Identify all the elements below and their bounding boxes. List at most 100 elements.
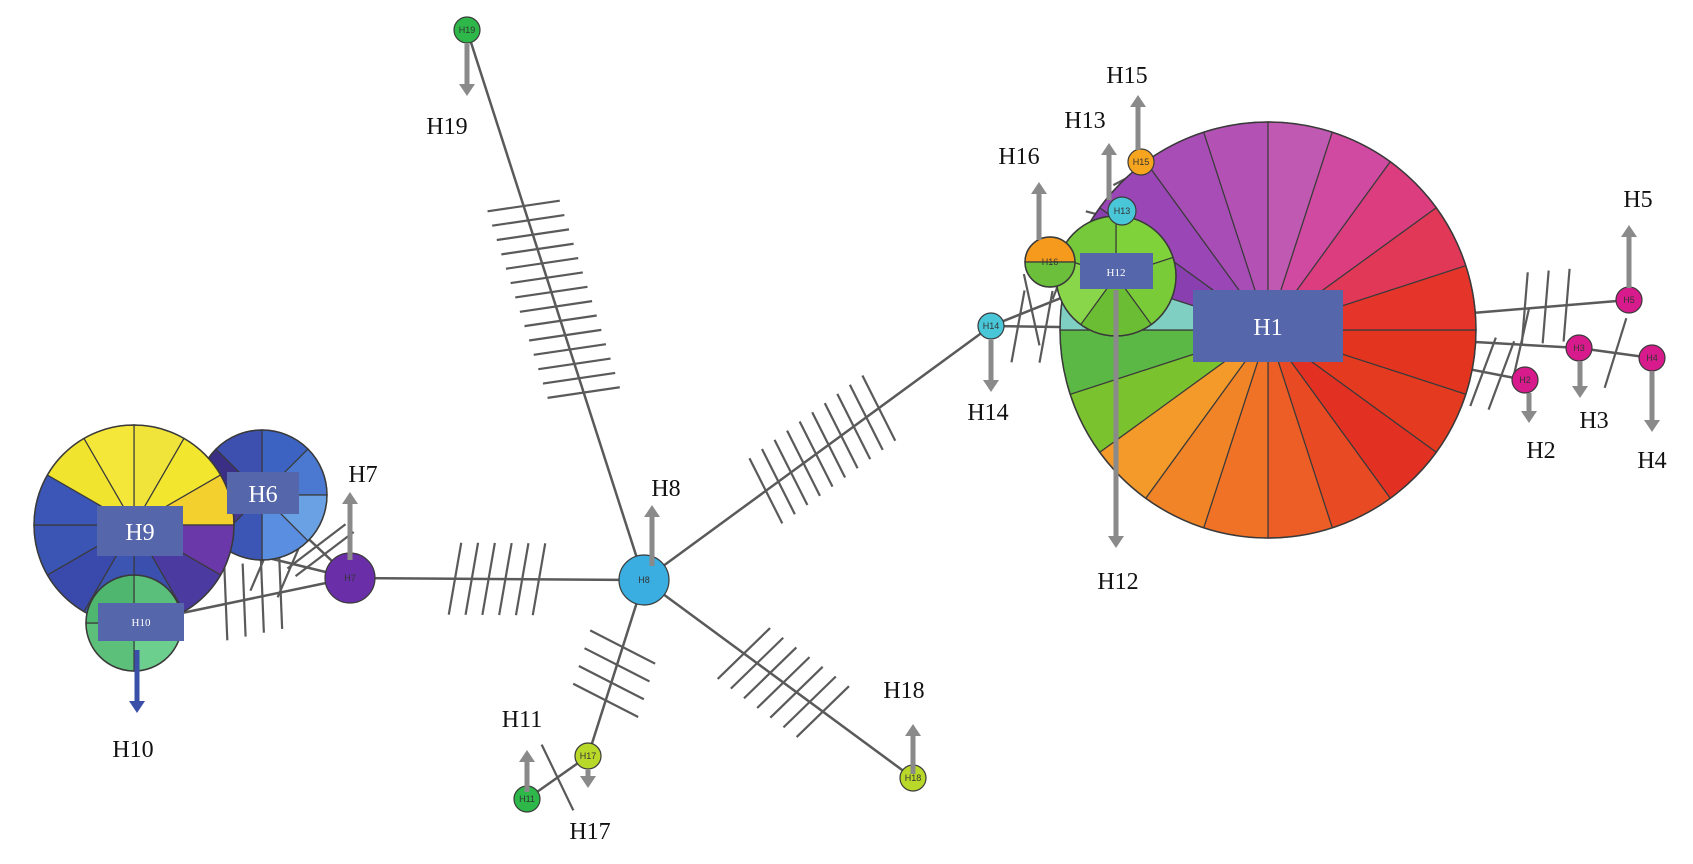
mutation-tick [447, 542, 463, 615]
mutation-tick [743, 646, 798, 700]
label-h10: H10 [112, 737, 153, 763]
mutation-tick [294, 531, 355, 578]
mutation-tick [487, 199, 560, 213]
node-h2-text: H2 [1519, 375, 1531, 385]
node-h19-text: H19 [459, 25, 476, 35]
label-h11: H11 [502, 707, 542, 733]
node-h8 [618, 554, 670, 606]
mutation-tick [836, 393, 872, 460]
mutation-tick [286, 523, 347, 570]
mutation-tick [510, 271, 584, 285]
mutation-tick [1487, 340, 1516, 410]
mutation-tick [1010, 290, 1026, 363]
mutation-tick [1022, 273, 1041, 346]
mutation-tick [716, 627, 771, 680]
mutation-tick [524, 314, 597, 328]
pointer-arrowhead [1572, 386, 1588, 398]
node-h8-text: H8 [638, 575, 650, 585]
node-h14-text: H14 [983, 321, 1000, 331]
mutation-tick [773, 439, 809, 506]
mutation-tick [481, 542, 496, 616]
pointer-arrowhead [459, 84, 475, 96]
mutation-tick [1511, 308, 1530, 381]
node-h3-text: H3 [1573, 343, 1585, 353]
mutation-tick [572, 682, 639, 719]
box-h6: H6 [227, 472, 299, 514]
box-h1: H1 [1193, 290, 1343, 362]
label-h13: H13 [1064, 108, 1105, 134]
label-h5: H5 [1623, 187, 1652, 213]
box-h10: H10 [98, 603, 184, 641]
mutation-tick [241, 563, 247, 637]
label-h4: H4 [1637, 448, 1666, 474]
mutation-tick [515, 285, 588, 299]
pointer-arrowhead [1130, 95, 1146, 107]
node-h18-text: H18 [905, 773, 922, 783]
pointer-arrowhead [905, 724, 921, 736]
mutation-tick [730, 636, 784, 690]
mutation-tick [531, 543, 547, 616]
node-h16-pie [1024, 236, 1076, 288]
box-h9-text: H9 [125, 520, 154, 546]
mutation-tick [505, 257, 579, 270]
node-h15 [1127, 148, 1155, 176]
node-h2 [1511, 366, 1539, 394]
pointer-arrowhead [983, 380, 999, 392]
edge-h8-h7 [349, 576, 645, 582]
label-h16: H16 [998, 144, 1039, 170]
mutation-tick [756, 656, 811, 709]
pie-outline [1059, 121, 1477, 539]
label-h8: H8 [651, 476, 680, 502]
edge-h8-h17 [586, 579, 646, 757]
node-h4-text: H4 [1646, 353, 1658, 363]
mutation-tick [538, 357, 611, 371]
label-h18: H18 [883, 678, 924, 704]
mutation-tick [496, 228, 570, 242]
mutation-tick [501, 242, 574, 256]
mutation-tick [498, 542, 513, 616]
mutation-tick [584, 647, 650, 683]
node-h13-text: H13 [1114, 206, 1131, 216]
pointer-arrowhead [1108, 536, 1124, 548]
mutation-tick [533, 343, 607, 356]
mutation-tick [782, 675, 837, 729]
node-h11-text: H11 [519, 794, 535, 804]
mutation-tick [748, 457, 784, 524]
mutation-tick [798, 420, 834, 488]
node-h13 [1107, 196, 1137, 226]
mutation-tick [542, 371, 616, 385]
label-h15: H15 [1106, 63, 1147, 89]
pie-outline [1024, 236, 1076, 288]
node-h7-text: H7 [344, 573, 356, 583]
mutation-tick [578, 664, 645, 701]
pointer-arrowhead [580, 776, 596, 788]
edge-h8-h14 [643, 324, 992, 582]
mutation-tick [795, 685, 850, 738]
edge-h8-h18 [643, 578, 914, 780]
label-h2: H2 [1526, 438, 1555, 464]
mutation-tick [769, 666, 824, 719]
pointer-arrowhead [342, 492, 358, 504]
mutation-tick [811, 411, 847, 478]
pointer-arrowhead [1621, 225, 1637, 237]
mutation-tick [464, 542, 480, 615]
mutation-tick [848, 384, 884, 451]
node-h17 [574, 742, 602, 770]
mutation-tick [589, 629, 656, 665]
pointer-arrowhead [129, 701, 145, 713]
mutation-tick [223, 567, 229, 641]
node-h15-text: H15 [1133, 157, 1150, 167]
label-h3: H3 [1579, 408, 1608, 434]
mutation-tick [786, 430, 821, 497]
pointer-arrowhead [1101, 143, 1117, 155]
mutation-tick [519, 300, 593, 313]
box-h12-text: H12 [1107, 267, 1126, 279]
mutation-tick [761, 448, 796, 515]
haplotype-labels: H2 H3 H4 H5 H7 H8 H10 H11 H12 H13 H14 H1… [112, 63, 1666, 845]
mutation-tick [823, 402, 859, 469]
mutation-tick [540, 744, 575, 811]
label-h7: H7 [348, 462, 377, 488]
mutation-tick [1562, 268, 1571, 342]
mutation-tick [547, 386, 620, 399]
